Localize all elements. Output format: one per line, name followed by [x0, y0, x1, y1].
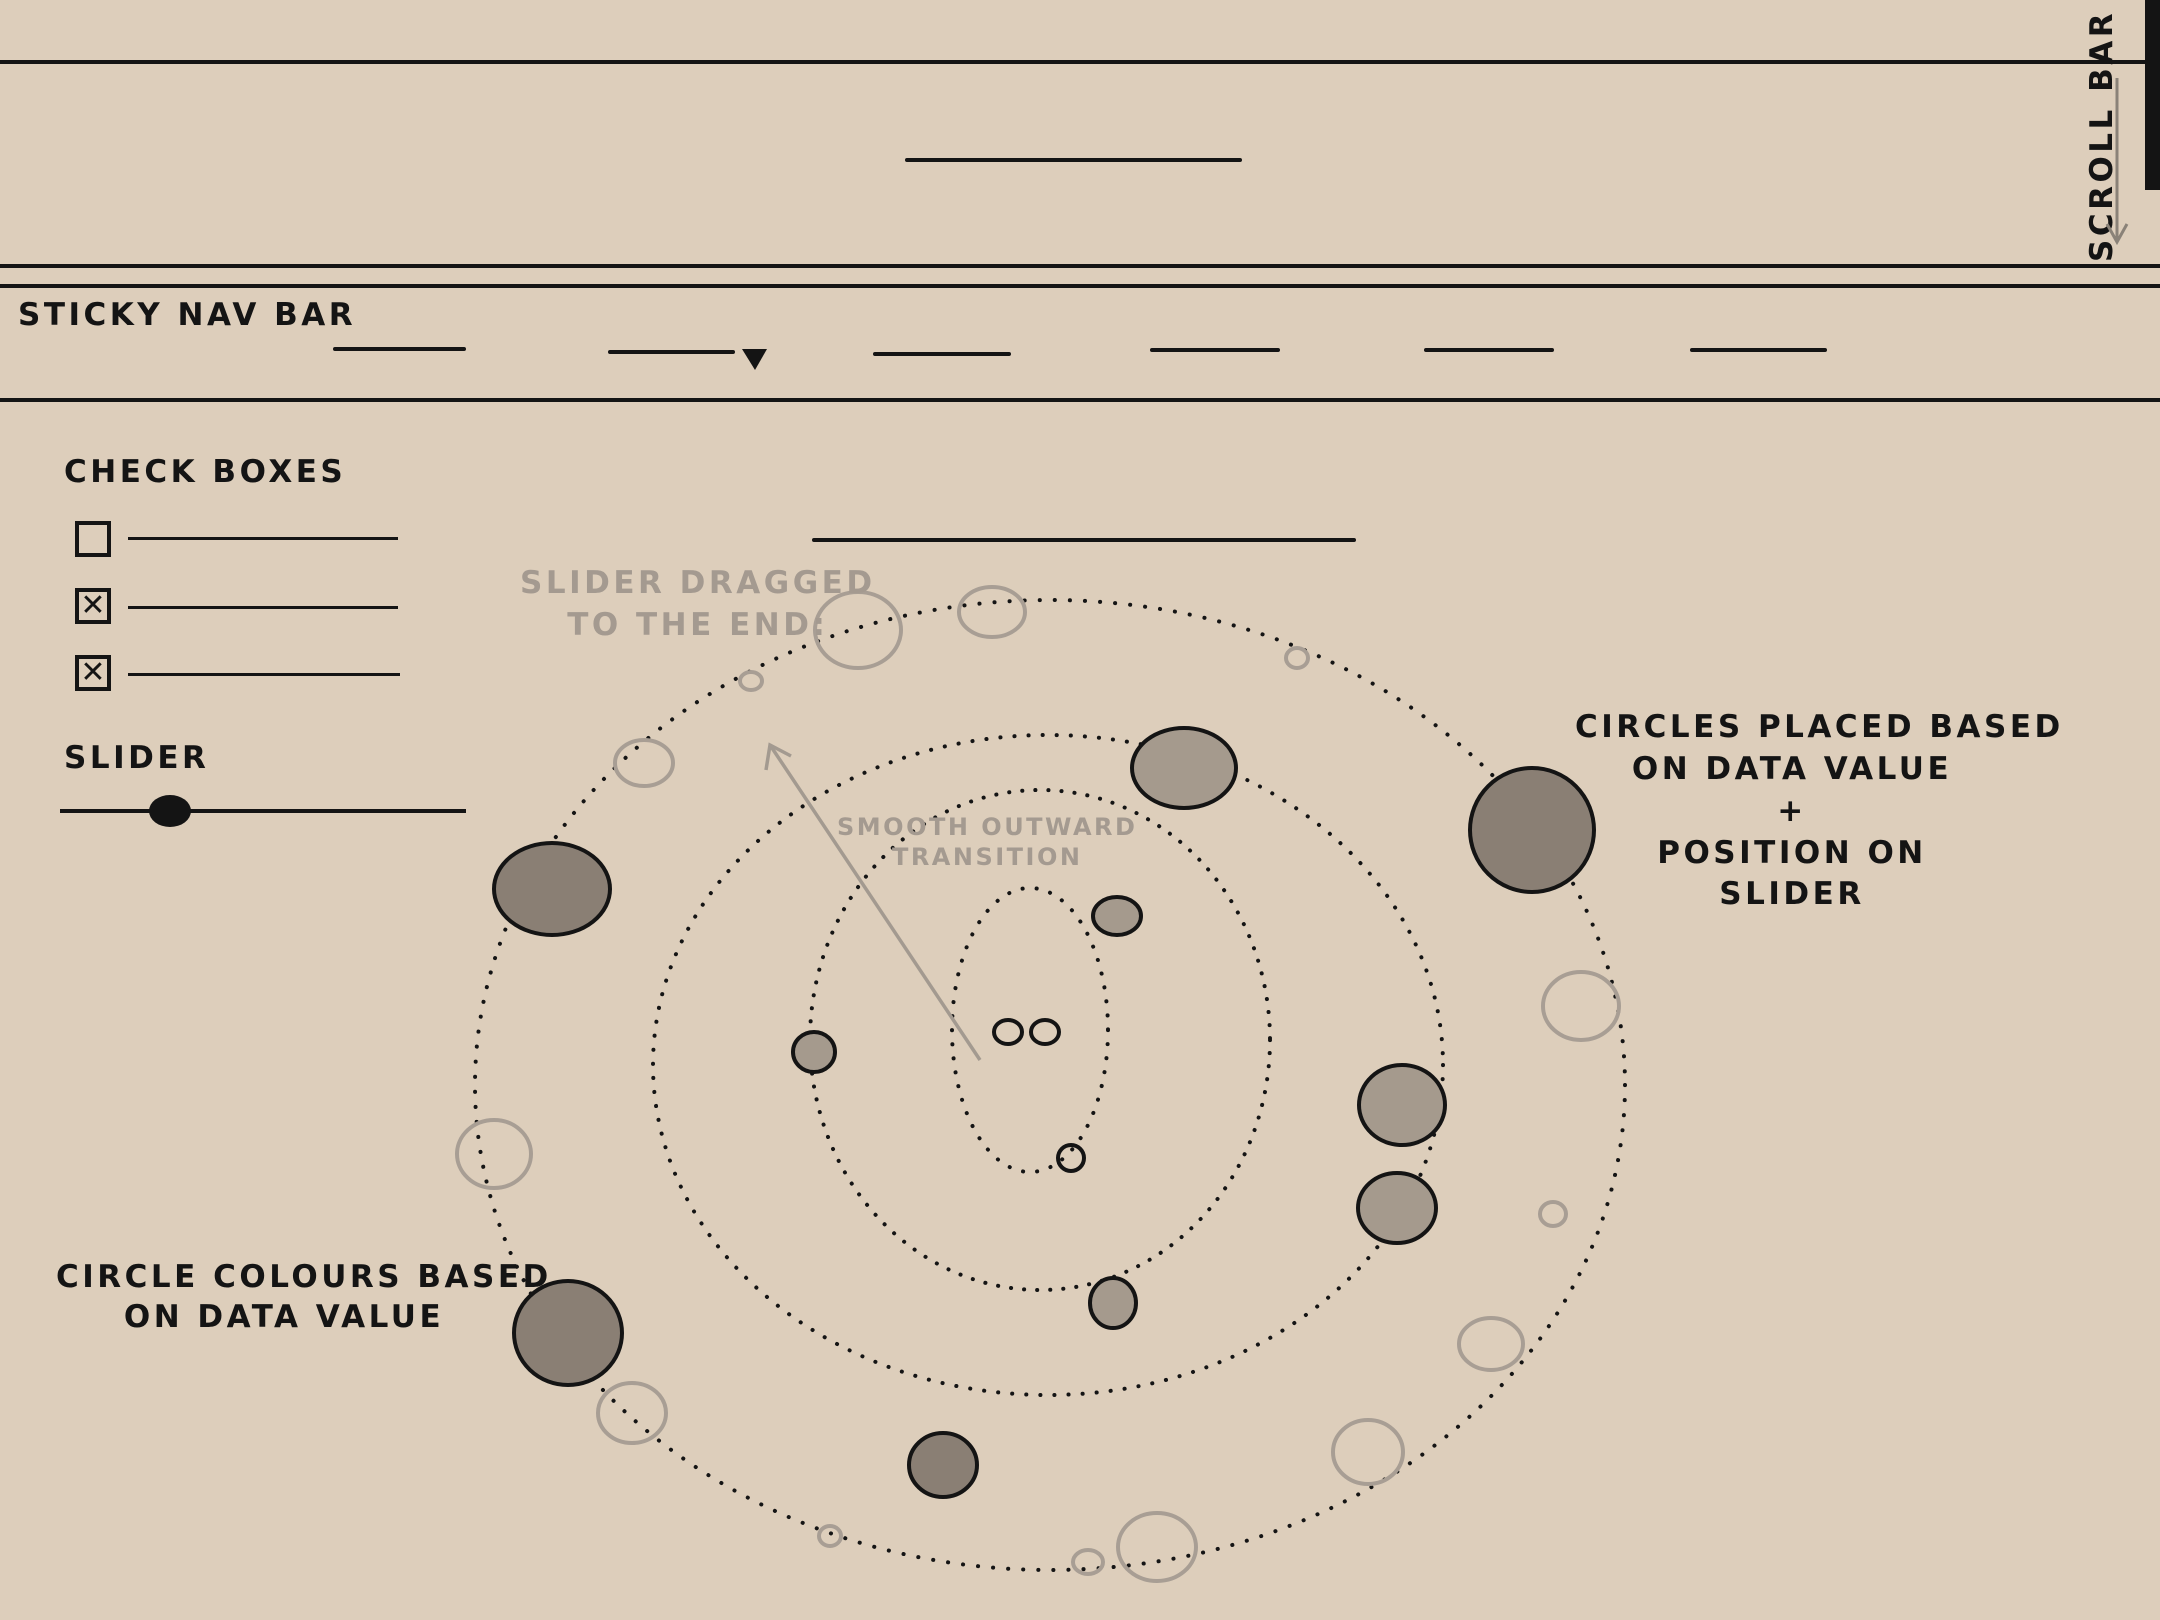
data-circle	[1088, 1276, 1138, 1330]
check-mark-icon: ✕	[80, 588, 106, 623]
ghost-circle	[596, 1381, 668, 1445]
ghost-circle	[455, 1118, 533, 1190]
header-top-border	[0, 60, 2150, 64]
annotation-line: ON DATA VALUE	[1631, 750, 1953, 787]
header-bottom-border	[0, 264, 2160, 268]
annotation-line: SLIDER	[1719, 876, 1865, 913]
data-circle	[1029, 1018, 1061, 1046]
annotation-line: ON DATA VALUE	[123, 1299, 445, 1336]
slider-track[interactable]	[60, 809, 466, 813]
nav-label: STICKY NAV BAR	[18, 297, 357, 333]
nav-bottom-border	[0, 398, 2160, 402]
orbit-ring-4	[473, 598, 1627, 1572]
ghost-circle	[1116, 1511, 1198, 1583]
ghost-circle	[1541, 970, 1621, 1042]
data-circle	[1056, 1143, 1086, 1173]
nav-top-border	[0, 284, 2160, 288]
annotation-slider-dragged: SLIDER DRAGGED TO THE END:	[520, 565, 876, 643]
ghost-circle	[738, 670, 764, 692]
data-circle	[1091, 895, 1143, 937]
checkbox-1[interactable]	[75, 521, 111, 557]
ghost-circle	[1538, 1200, 1568, 1228]
ghost-circles	[455, 585, 1621, 1583]
slider-handle[interactable]	[148, 795, 191, 827]
nav-item-dropdown[interactable]	[608, 350, 735, 354]
annotation-circles-placed: CIRCLES PLACED BASED ON DATA VALUE + POS…	[1575, 707, 2064, 916]
checkbox-label-placeholder	[128, 673, 400, 676]
nav-item[interactable]	[1690, 348, 1827, 352]
orbit-ring-1	[950, 886, 1110, 1174]
data-circles	[492, 726, 1596, 1499]
data-circle	[1357, 1063, 1447, 1147]
chart-title-placeholder	[812, 538, 1356, 542]
annotation-line: +	[1777, 792, 1807, 829]
orbit-ring-2	[808, 788, 1272, 1292]
annotation-line: CIRCLES PLACED BASED	[1575, 709, 2064, 745]
header-title-placeholder	[905, 158, 1242, 162]
annotation-line: POSITION ON	[1657, 834, 1927, 871]
data-circle	[907, 1431, 979, 1499]
ghost-circle	[1457, 1316, 1525, 1372]
nav-item[interactable]	[1150, 348, 1280, 352]
orbit-rings	[473, 598, 1627, 1572]
data-circle	[1468, 766, 1596, 894]
nav-item[interactable]	[873, 352, 1011, 356]
ghost-circle	[817, 1524, 843, 1548]
transition-arrow-icon	[764, 742, 982, 1061]
ghost-circle	[813, 590, 903, 670]
annotation-circle-colours: CIRCLE COLOURS BASED ON DATA VALUE	[56, 1257, 552, 1338]
slider-title: SLIDER	[64, 740, 210, 776]
data-circle	[791, 1030, 837, 1074]
data-circle	[492, 841, 612, 937]
data-circle	[992, 1018, 1024, 1046]
checkbox-label-placeholder	[128, 537, 398, 540]
checkbox-label-placeholder	[128, 606, 398, 609]
annotation-smooth-transition: SMOOTH OUTWARD TRANSITION	[837, 813, 1138, 871]
ghost-circle	[957, 585, 1027, 639]
scroll-bar[interactable]	[2145, 0, 2160, 190]
annotation-line: CIRCLE COLOURS BASED	[56, 1259, 552, 1295]
nav-item[interactable]	[333, 347, 466, 351]
ghost-circle	[1331, 1418, 1405, 1486]
checkboxes-title: CHECK BOXES	[64, 454, 347, 490]
ghost-circle	[1284, 646, 1310, 670]
nav-item[interactable]	[1424, 348, 1554, 352]
check-mark-icon: ✕	[80, 655, 106, 690]
checkbox-2[interactable]: ✕	[75, 588, 111, 624]
orbit-ring-3	[651, 733, 1445, 1397]
data-circle	[1356, 1171, 1438, 1245]
ghost-circle	[1071, 1548, 1105, 1576]
ghost-circle	[613, 738, 675, 788]
checkbox-3[interactable]: ✕	[75, 655, 111, 691]
data-circle	[512, 1279, 624, 1387]
data-circle	[1130, 726, 1238, 810]
